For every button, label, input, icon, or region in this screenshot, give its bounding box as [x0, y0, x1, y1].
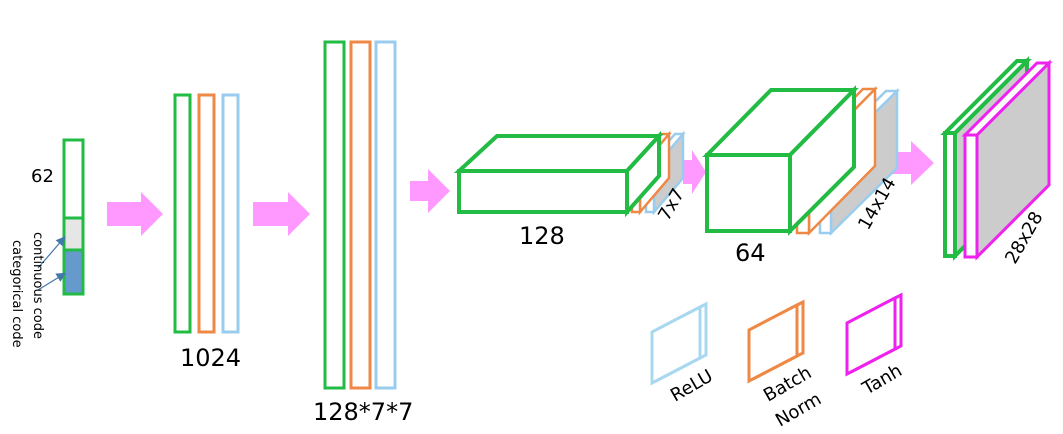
noise-block [62, 138, 85, 220]
categorical-code-label: categorical code [9, 240, 24, 348]
legend-relu: ReLU [650, 301, 717, 406]
conv1-deconv-top [453, 134, 664, 173]
fc1-linear-bar [173, 93, 192, 334]
fc2-batchnorm-bar [349, 40, 372, 390]
fc-layer-1024: 1024 [173, 93, 241, 372]
conv1-deconv-front [457, 169, 629, 214]
legend-tanh-swatch-front [845, 295, 897, 377]
conv2-depth-label: 64 [735, 239, 766, 267]
conv-layer-128: 128 7x7 [453, 130, 689, 250]
fc-layer-128x7x7: 128*7*7 [313, 40, 413, 426]
legend-batchnorm: Batch Norm [747, 299, 825, 431]
flow-arrow-1 [107, 192, 163, 236]
conv-layer-64: 64 14x14 [702, 85, 901, 267]
output-deconv-front [943, 131, 957, 258]
fc1-relu-bar [221, 93, 240, 334]
flow-arrow-4 [683, 150, 706, 194]
input-vector: 62 continuous code categorical code [9, 138, 85, 348]
categorical-code-pointer [37, 272, 67, 291]
fc2-size-label: 128*7*7 [313, 398, 413, 426]
output-tanh-front [963, 133, 979, 259]
output-layer: 28x28 [940, 56, 1053, 268]
continuous-code-label: continuous code [30, 232, 45, 339]
legend: ReLU Batch Norm Tanh [650, 292, 906, 431]
fc2-linear-bar [323, 40, 346, 390]
noise-label: 62 [31, 166, 54, 187]
fc1-size-label: 1024 [180, 344, 241, 372]
legend-tanh: Tanh [845, 292, 906, 400]
fc1-batchnorm-bar [197, 93, 216, 334]
categorical-code-block [62, 248, 85, 296]
legend-relu-swatch-front [650, 304, 702, 386]
continuous-code-pointer [37, 236, 66, 269]
conv2-deconv-front [705, 153, 792, 233]
continuous-code-block [62, 216, 85, 252]
flow-arrow-3 [410, 169, 450, 213]
fc2-relu-bar [374, 40, 397, 390]
legend-batchnorm-swatch-front [747, 302, 799, 384]
conv1-depth-label: 128 [519, 222, 565, 250]
flow-arrow-2 [253, 192, 310, 236]
